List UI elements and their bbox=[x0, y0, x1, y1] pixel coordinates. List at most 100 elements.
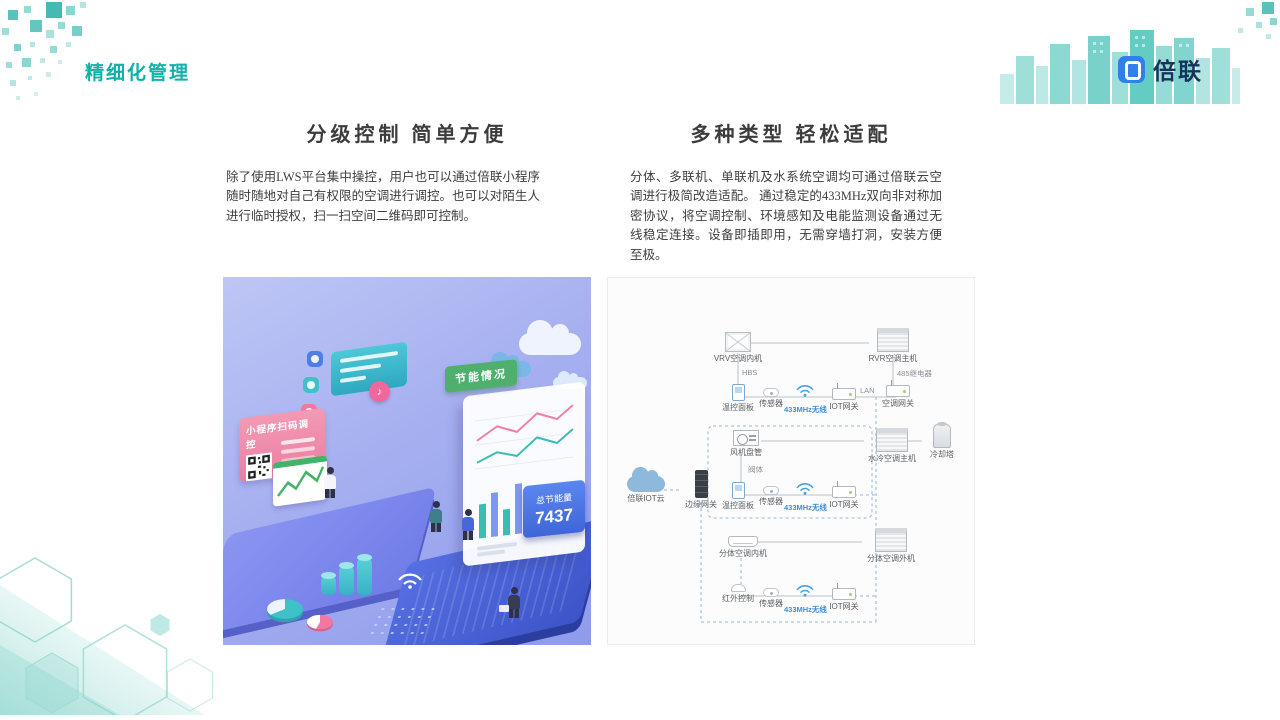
node-label: IOT网关 bbox=[829, 602, 859, 611]
gateway-icon bbox=[832, 383, 856, 400]
sensor-icon bbox=[763, 588, 779, 597]
brand-logo-text: 倍联 bbox=[1153, 58, 1203, 84]
wireless-433-label: 433MHz无线 bbox=[784, 503, 827, 512]
ac-outdoor-unit-icon bbox=[875, 528, 907, 552]
diagram-node-vrv-indoor: VRV空调内机 bbox=[712, 332, 764, 363]
node-label: 空调网关 bbox=[882, 399, 914, 408]
node-label: 风机盘管 bbox=[730, 448, 762, 457]
node-label: 倍联IOT云 bbox=[627, 494, 665, 503]
diagram-node-ir-control: 红外控制 bbox=[720, 584, 756, 603]
node-label: IOT网关 bbox=[829, 500, 859, 509]
city-skyline-graphic bbox=[1000, 30, 1240, 104]
diagram-connectors bbox=[658, 342, 922, 623]
node-label: 红外控制 bbox=[722, 594, 754, 603]
diagram-node-iot-gateway-1: IOT网关 bbox=[824, 383, 864, 411]
diagram-node-cooling-tower: 冷却塔 bbox=[920, 422, 964, 459]
diagram-node-iot-cloud: 倍联IOT云 bbox=[618, 466, 674, 503]
gateway-icon bbox=[886, 380, 910, 397]
diagram-node-iot-gateway-2: IOT网关 bbox=[824, 481, 864, 509]
server-icon bbox=[694, 470, 708, 498]
thermostat-icon bbox=[731, 482, 745, 499]
diagram-node-thermostat-1: 温控面板 bbox=[720, 384, 756, 412]
node-label: IOT网关 bbox=[829, 402, 859, 411]
person-figure bbox=[461, 509, 475, 540]
node-label: 传感器 bbox=[759, 599, 783, 608]
qr-sign-label: 小程序扫码调控 bbox=[246, 418, 310, 452]
gateway-icon bbox=[832, 583, 856, 600]
sensor-icon bbox=[763, 388, 779, 397]
music-note-icon: ♪ bbox=[376, 385, 383, 398]
485-bus-label: 485继电器 bbox=[897, 369, 933, 378]
node-label: 冷却塔 bbox=[930, 450, 954, 459]
wall-ac-icon bbox=[728, 536, 758, 547]
node-label: RVR空调主机 bbox=[868, 354, 918, 363]
sensor-icon bbox=[763, 486, 779, 495]
pixel-corner-decoration bbox=[1230, 0, 1280, 55]
wifi-icon bbox=[794, 582, 816, 597]
node-label: 温控面板 bbox=[722, 501, 754, 510]
gateway-icon bbox=[832, 481, 856, 498]
pixel-mosaic-graphic bbox=[2, 2, 86, 100]
node-label: 传感器 bbox=[759, 497, 783, 506]
ac-outdoor-unit-icon bbox=[877, 328, 909, 352]
diagram-node-edge-gateway: 边缘网关 bbox=[680, 470, 722, 509]
node-label: 边缘网关 bbox=[685, 500, 717, 509]
energy-total-card: 总节能量 7437 bbox=[523, 479, 585, 539]
diagram-node-thermostat-2: 温控面板 bbox=[720, 482, 756, 510]
diagram-node-iot-gateway-3: IOT网关 bbox=[824, 583, 864, 611]
app-control-illustration: ♪ 小程序扫码调控 bbox=[223, 277, 591, 645]
node-label: 温控面板 bbox=[722, 403, 754, 412]
cylinder-bar-chart bbox=[357, 554, 372, 595]
wifi-icon bbox=[794, 480, 816, 495]
pie-chart-decoration bbox=[307, 614, 333, 630]
app-icon-badge bbox=[307, 351, 323, 367]
wifi-icon bbox=[395, 569, 425, 594]
right-section-heading: 多种类型 轻松适配 bbox=[690, 124, 892, 146]
cloud-icon bbox=[519, 320, 581, 355]
lan-label: LAN bbox=[860, 386, 875, 395]
person-figure bbox=[323, 467, 337, 498]
hexagon-decoration bbox=[0, 505, 240, 720]
valve-label: 阀体 bbox=[748, 465, 763, 474]
person-figure bbox=[429, 501, 443, 532]
app-icon-badge bbox=[303, 377, 319, 393]
cooling-tower-icon bbox=[933, 422, 951, 448]
ac-cassette-icon bbox=[725, 332, 751, 352]
hexagon-graphic bbox=[0, 557, 213, 720]
infrared-controller-icon bbox=[730, 584, 746, 592]
node-label: 水冷空调主机 bbox=[868, 454, 916, 463]
diagram-node-sensor-3: 传感器 bbox=[754, 588, 788, 608]
diagram-node-split-indoor: 分体空调内机 bbox=[716, 536, 770, 558]
adaptation-network-diagram: VRV空调内机 HBS RVR空调主机 485继电器 温控面板 传感器 433M… bbox=[607, 277, 975, 645]
left-section-heading: 分级控制 简单方便 bbox=[306, 124, 508, 146]
music-note-badge: ♪ bbox=[369, 381, 390, 402]
wifi-icon bbox=[794, 382, 816, 397]
wireless-433-label: 433MHz无线 bbox=[784, 605, 827, 614]
diagram-node-split-outdoor: 分体空调外机 bbox=[864, 528, 918, 563]
node-label: 分体空调外机 bbox=[867, 554, 915, 563]
left-section-body: 除了使用LWS平台集中操控，用户也可以通过倍联小程序随时随地对自己有权限的空调进… bbox=[226, 170, 540, 223]
energy-status-sign: 节能情况 bbox=[445, 359, 517, 393]
right-section-body: 分体、多联机、单联机及水系统空调均可通过倍联云空调进行极简改造适配。 通过稳定的… bbox=[630, 170, 942, 262]
cylinder-bar-chart bbox=[339, 562, 354, 595]
pie-chart-decoration bbox=[267, 599, 303, 619]
green-chart-card bbox=[273, 455, 327, 507]
diagram-node-sensor-1: 传感器 bbox=[754, 388, 788, 408]
qr-code-icon bbox=[246, 452, 272, 482]
ac-outdoor-unit-icon bbox=[876, 428, 908, 452]
person-figure-sitting bbox=[499, 587, 521, 618]
diagram-node-fan-coil: 风机盘管 bbox=[724, 430, 768, 457]
energy-total-label: 总节能量 bbox=[535, 491, 572, 506]
pixel-corner-graphic bbox=[1238, 2, 1277, 39]
thermostat-icon bbox=[731, 384, 745, 401]
diagram-node-water-chiller: 水冷空调主机 bbox=[866, 428, 918, 463]
energy-total-value: 7437 bbox=[535, 504, 573, 528]
diagram-node-sensor-2: 传感器 bbox=[754, 486, 788, 506]
node-label: 分体空调内机 bbox=[719, 549, 767, 558]
diagram-node-ac-gateway: 空调网关 bbox=[876, 380, 920, 408]
page-title: 精细化管理 bbox=[85, 63, 191, 84]
node-label: VRV空调内机 bbox=[713, 354, 763, 363]
beilian-logo-icon bbox=[1118, 55, 1145, 83]
cylinder-bar-chart bbox=[321, 572, 336, 595]
